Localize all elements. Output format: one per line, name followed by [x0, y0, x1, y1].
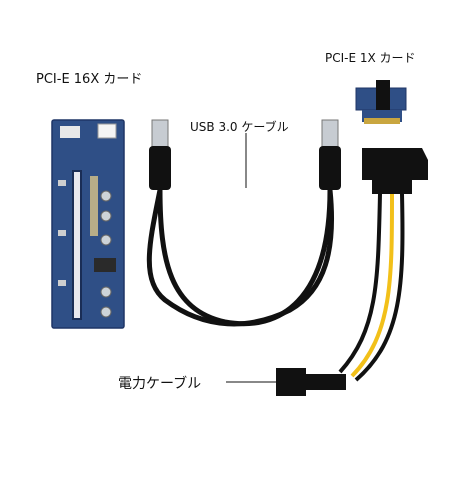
usb-plug-right [319, 119, 341, 190]
sata-connector [362, 148, 428, 194]
power-wires [338, 193, 405, 382]
pcie-1x-card [355, 80, 407, 124]
six-pin-plug [276, 368, 346, 396]
power-header [97, 123, 117, 139]
chip-label [60, 126, 80, 138]
label-pcie-16x: PCI-E 16X カード [36, 72, 143, 87]
label-usb-cable: USB 3.0 ケーブル [190, 120, 289, 134]
usb-cable [157, 189, 333, 327]
label-power-cable: 電力ケーブル [118, 376, 202, 392]
label-pcie-1x: PCI-E 1X カード [325, 51, 416, 65]
usb-plug-left [149, 119, 171, 190]
pcie-16x-card [51, 119, 125, 329]
